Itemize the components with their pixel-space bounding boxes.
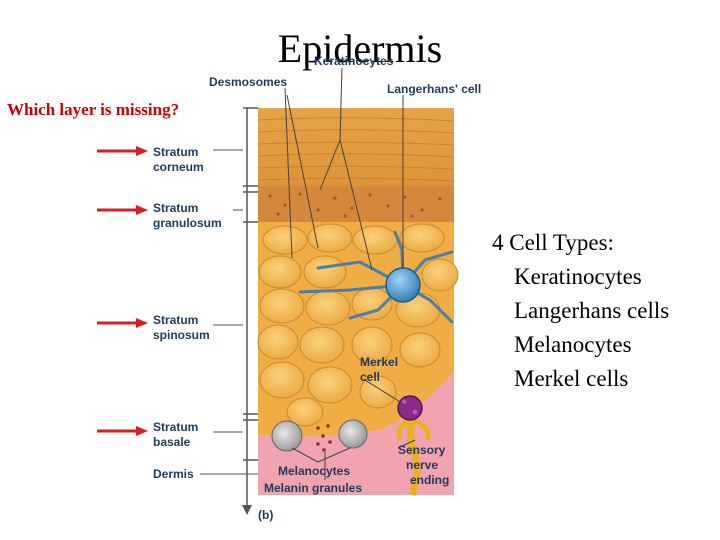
cell-type-keratinocytes: Keratinocytes <box>514 264 642 289</box>
label-dermis: Dermis <box>153 467 194 481</box>
melanocyte-cell <box>338 419 368 449</box>
page-title: Epidermis <box>277 26 443 71</box>
cell-type-melanocytes: Melanocytes <box>514 332 632 357</box>
cell-type-merkel: Merkel cells <box>514 366 629 391</box>
dermis-layer <box>258 372 454 495</box>
langerhans-cell <box>385 267 421 303</box>
arrow-icon <box>97 318 148 328</box>
question-text: Which layer is missing? <box>7 100 180 119</box>
label-sensory-nerve-ending: Sensory nerve ending <box>398 443 450 487</box>
merkel-cell <box>397 395 423 421</box>
label-keratinocytes: Keratinocytes <box>314 54 394 68</box>
cell-type-langerhans: Langerhans cells <box>514 298 670 323</box>
label-merkel-cell: Merkel cell <box>360 355 399 384</box>
label-stratum-spinosum: Stratum spinosum <box>153 313 210 342</box>
axis-arrowhead <box>242 505 252 515</box>
arrow-icon <box>97 205 148 215</box>
label-langerhans: Langerhans' cell <box>387 82 482 96</box>
label-stratum-basale: Stratum basale <box>153 420 199 449</box>
label-melanin-granules: Melanin granules <box>264 481 363 495</box>
label-stratum-granulosum: Stratum granulosum <box>153 201 222 230</box>
missing-layer-arrows <box>97 146 148 436</box>
arrow-icon <box>97 146 148 156</box>
cell-types-heading: 4 Cell Types: <box>492 230 614 255</box>
sensory-nerve-fiber <box>407 419 421 497</box>
panel-label: (b) <box>258 508 274 522</box>
label-stratum-corneum: Stratum corneum <box>153 145 204 174</box>
label-melanocytes: Melanocytes <box>278 464 351 478</box>
cell-types-list: 4 Cell Types: Keratinocytes Langerhans c… <box>492 226 669 396</box>
label-desmosomes: Desmosomes <box>209 75 288 89</box>
melanocyte-cell <box>271 420 303 452</box>
arrow-icon <box>97 426 148 436</box>
